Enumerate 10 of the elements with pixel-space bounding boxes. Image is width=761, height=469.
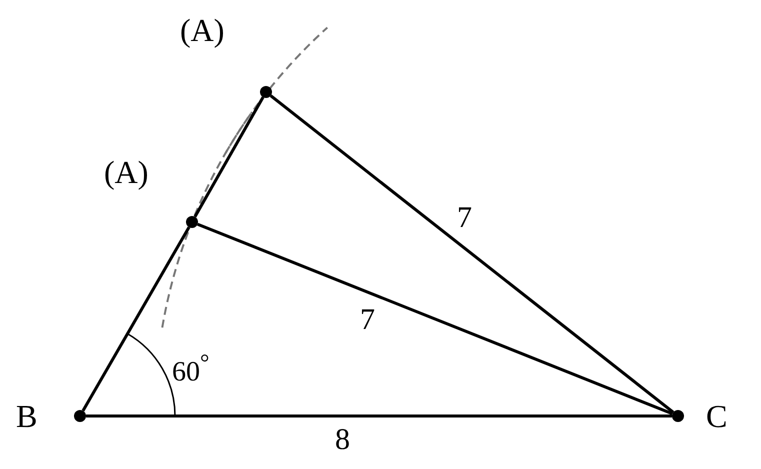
- vertex-label: (A): [180, 14, 224, 46]
- line-segment: [197, 222, 673, 416]
- vertex-label: (A): [104, 156, 148, 188]
- angle-label: 60$^{°}$: [172, 352, 210, 386]
- vertex-label: C: [706, 400, 728, 432]
- line-segment: [86, 414, 672, 418]
- line-segment: [82, 226, 190, 412]
- line-segment: [270, 94, 674, 414]
- line-segment: [194, 96, 264, 218]
- vertex-label: B: [16, 400, 38, 432]
